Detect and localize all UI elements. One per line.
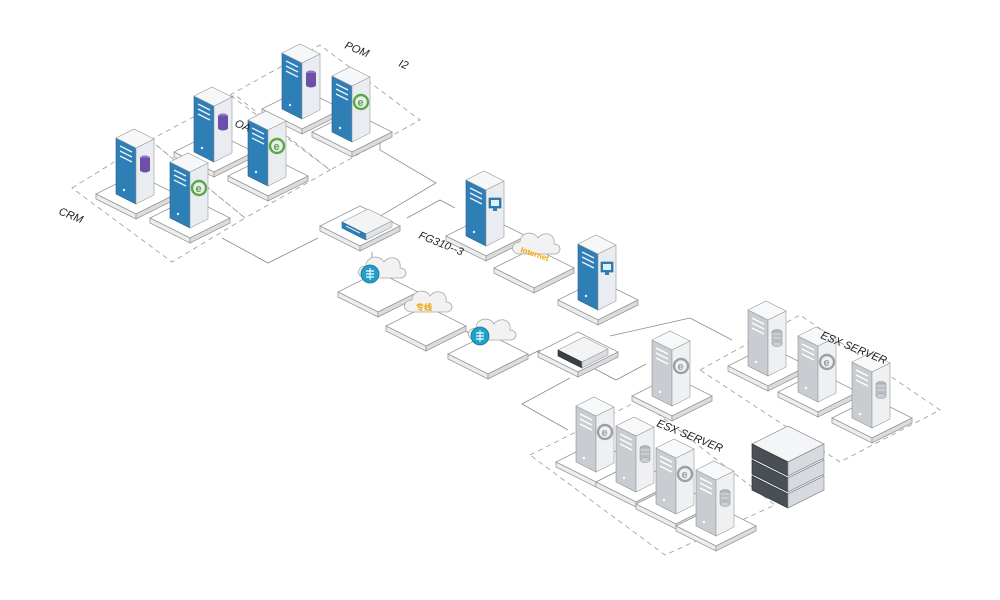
database-icon <box>140 155 150 173</box>
label-pom: POM <box>343 40 372 61</box>
router-icon <box>470 326 490 346</box>
internet-client-lower[interactable] <box>557 234 639 326</box>
esx-upper-server-1[interactable] <box>727 300 809 392</box>
wan-cloud[interactable]: 专线 <box>385 290 467 352</box>
database-icon <box>218 113 228 131</box>
central-server[interactable] <box>631 330 713 422</box>
label-crm: CRM <box>57 206 85 227</box>
crm-db-server[interactable] <box>95 128 177 220</box>
wan-cloud-label: 专线 <box>416 302 432 312</box>
core-switch[interactable] <box>537 331 619 378</box>
database-icon <box>719 489 731 507</box>
storage-array[interactable] <box>751 425 825 509</box>
database-icon <box>639 445 651 463</box>
region-pom <box>229 44 421 171</box>
database-icon <box>875 381 887 399</box>
router-icon <box>360 264 380 284</box>
internet-cloud[interactable]: Internet <box>493 232 575 294</box>
label-i2: I2 <box>397 58 410 73</box>
firewall-device[interactable] <box>319 205 401 252</box>
database-icon <box>771 329 783 347</box>
database-icon <box>306 70 316 88</box>
label-oa: OA <box>233 118 252 135</box>
